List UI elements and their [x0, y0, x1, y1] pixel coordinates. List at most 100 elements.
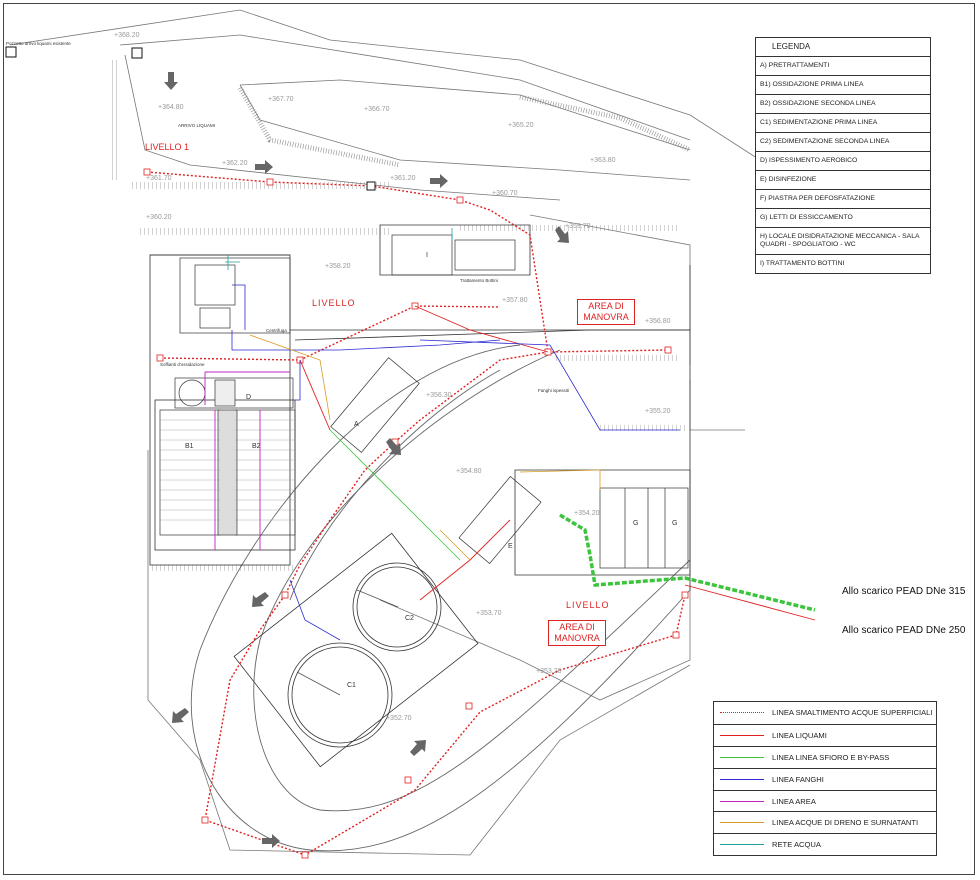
elevation-mark: +361.20	[390, 175, 416, 182]
note-soffianti: Soffianti d'ossidazione	[160, 362, 205, 367]
elevation-mark: +358.20	[325, 263, 351, 270]
legend-item: A) PRETRATTAMENTI	[756, 56, 930, 75]
note-fanghi: Fanghi ispessiti	[538, 388, 570, 393]
magenta-swatch	[720, 800, 764, 802]
note-centrifuga: Centrifuga	[266, 328, 287, 333]
legend-line-label: LINEA FANGHI	[772, 774, 824, 784]
legend-item: B2) OSSIDAZIONE SECONDA LINEA	[756, 94, 930, 113]
livello-label: LIVELLO	[566, 600, 610, 610]
legend-line-row: LINEA FANGHI	[714, 767, 936, 790]
elevation-mark: +360.20	[146, 214, 172, 221]
elevation-mark: +353.70	[476, 610, 502, 617]
legend-line-row: LINEA AREA	[714, 789, 936, 812]
legend-lines: LINEA SMALTIMENTO ACQUE SUPERFICIALI LIN…	[713, 701, 937, 857]
elevation-mark: +362.20	[222, 160, 248, 167]
legend-line-label: LINEA SMALTIMENTO ACQUE SUPERFICIALI	[772, 708, 933, 718]
clarifiers	[233, 532, 479, 768]
elevation-mark: +364.80	[158, 104, 184, 111]
tank-d	[174, 377, 294, 409]
legend-title: LEGENDA	[772, 42, 811, 51]
livello-label: LIVELLO	[312, 298, 356, 308]
surface-drainage-line	[146, 171, 686, 856]
legend-line-row: LINEA ACQUE DI DRENO E SURNATANTI	[714, 811, 936, 833]
legend-item: H) LOCALE DISIDRATAZIONE MECCANICA - SAL…	[756, 227, 930, 254]
legend-line-row: LINEA LIQUAMI	[714, 723, 936, 746]
area-manovra-label: AREA DI MANOVRA	[548, 620, 606, 646]
legend-item: C2) SEDIMENTAZIONE SECONDA LINEA	[756, 132, 930, 151]
flow-arrows	[164, 72, 569, 848]
unit-i-label: I	[426, 252, 428, 259]
legend-item: G) LETTI DI ESSICCAMENTO	[756, 208, 930, 227]
air-line	[204, 371, 290, 550]
elevation-mark: +365.20	[508, 122, 534, 129]
sludge-line	[231, 284, 680, 641]
legend-line-label: LINEA LIQUAMI	[772, 730, 827, 740]
scarico-315-label: Allo scarico PEAD DNe 315	[842, 586, 966, 597]
unit-c2-label: C2	[405, 615, 414, 622]
legend-item: D) ISPESSIMENTO AEROBICO	[756, 151, 930, 170]
elevation-mark: +359.70	[565, 223, 591, 230]
legend-line-row: RETE ACQUA	[714, 833, 936, 855]
green-swatch	[720, 756, 764, 758]
site-markers	[5, 46, 376, 191]
drying-beds	[599, 487, 689, 569]
legend-line-label: RETE ACQUA	[772, 840, 821, 850]
water-line	[225, 228, 453, 270]
blue-swatch	[720, 778, 764, 780]
elevation-mark: +352.70	[386, 715, 412, 722]
building-h	[179, 257, 291, 334]
drain-line	[249, 334, 601, 561]
elevation-mark: +354.20	[574, 510, 600, 517]
scarico-250-label: Allo scarico PEAD DNe 250	[842, 625, 966, 636]
bypass-line	[559, 513, 816, 612]
orange-swatch	[720, 822, 764, 824]
elevation-mark: +357.80	[502, 297, 528, 304]
red-swatch	[720, 734, 764, 736]
elevation-mark: +363.80	[590, 157, 616, 164]
elevation-mark: +360.70	[492, 190, 518, 197]
elevation-mark: +368.20	[114, 32, 140, 39]
legend-line-label: LINEA ACQUE DI DRENO E SURNATANTI	[772, 818, 919, 828]
unit-b1-label: B1	[185, 443, 194, 450]
elevation-mark: +356.80	[645, 318, 671, 325]
legend-line-label: LINEA AREA	[772, 796, 816, 806]
cyan-swatch	[720, 844, 764, 846]
unit-e-label: E	[508, 543, 513, 550]
pretreatment	[330, 357, 542, 564]
legend-item: F) PIASTRA PER DEFOSFATAZIONE	[756, 189, 930, 208]
access-road	[190, 344, 691, 852]
elevation-mark: +356.30	[426, 392, 452, 399]
dotted-red-swatch	[720, 712, 764, 714]
legend-line-row: LINEA SMALTIMENTO ACQUE SUPERFICIALI	[714, 702, 936, 724]
legend-units: LEGENDA A) PRETRATTAMENTI B1) OSSIDAZION…	[755, 37, 931, 274]
unit-b2-label: B2	[252, 443, 261, 450]
unit-g-label: G	[672, 520, 678, 527]
elevation-mark: +353.20	[536, 668, 562, 675]
sewage-line	[299, 305, 816, 621]
note-bottini: Trattamento Bottini	[460, 278, 498, 283]
area-manovra-label: AREA DI MANOVRA	[577, 299, 635, 325]
elevation-mark: +355.20	[645, 408, 671, 415]
legend-item: I) TRATTAMENTO BOTTINI	[756, 254, 930, 273]
elevation-mark: +366.70	[364, 106, 390, 113]
elevation-mark: +354.80	[456, 468, 482, 475]
note-pozzetto: Pozzetto arrivo liquami esistente	[6, 41, 71, 46]
unit-g-label: G	[633, 520, 639, 527]
building-i	[391, 234, 516, 276]
unit-c1-label: C1	[347, 682, 356, 689]
tank-b	[159, 409, 296, 536]
livello-1-label: LIVELLO 1	[145, 142, 190, 152]
legend-item: B1) OSSIDAZIONE PRIMA LINEA	[756, 75, 930, 94]
drawing-frame	[3, 3, 975, 875]
unit-d-label: D	[246, 394, 252, 401]
legend-line-label: LINEA LINEA SFIORO E BY-PASS	[772, 752, 890, 762]
elevation-mark: +367.70	[268, 96, 294, 103]
elevation-mark: +361.70	[146, 175, 172, 182]
note-arrivo: ARRIVO LIQUAMI	[178, 123, 216, 128]
legend-line-row: LINEA LINEA SFIORO E BY-PASS	[714, 745, 936, 768]
unit-a-label: A	[354, 421, 359, 428]
legend-item: E) DISINFEZIONE	[756, 170, 930, 189]
legend-item: C1) SEDIMENTAZIONE PRIMA LINEA	[756, 113, 930, 132]
terrain-contours	[9, 9, 761, 856]
